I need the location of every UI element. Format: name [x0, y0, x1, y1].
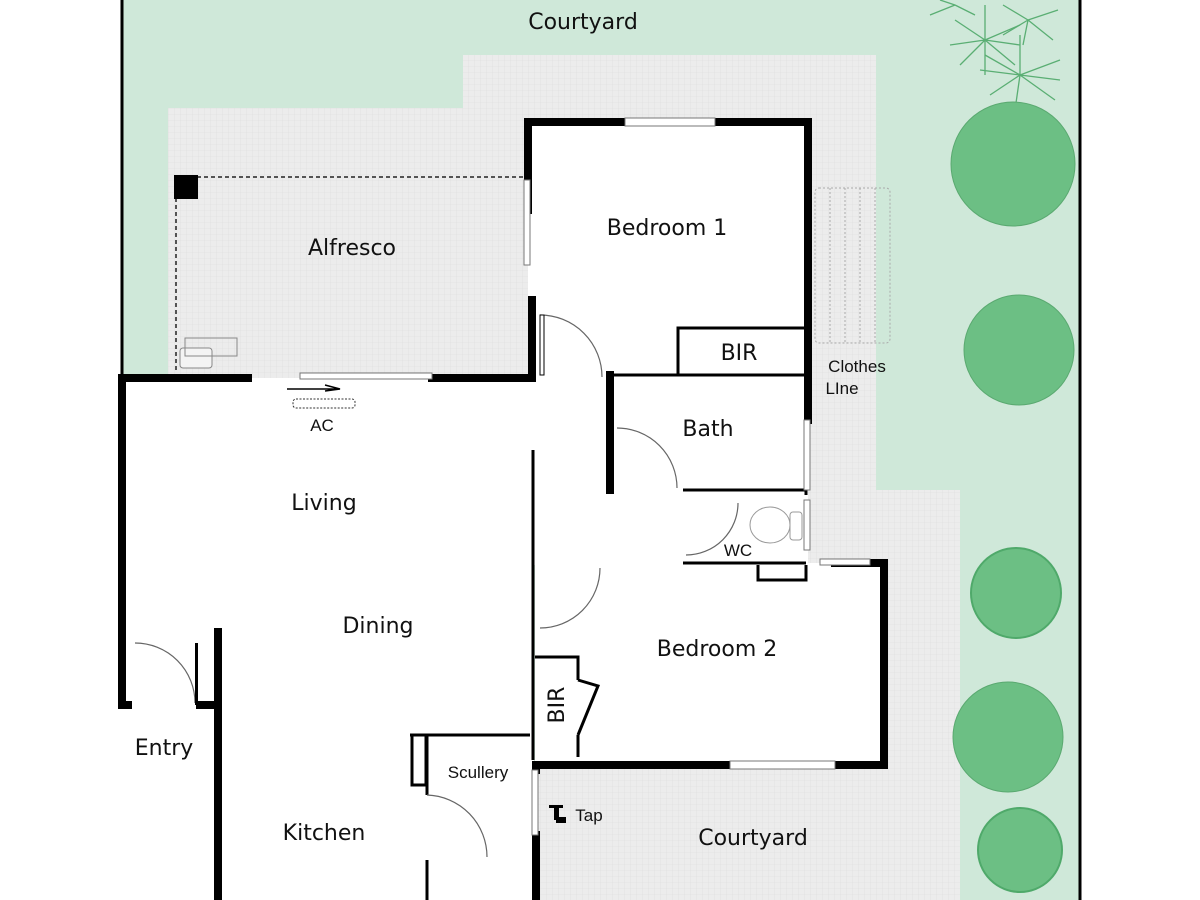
tree: [950, 101, 1076, 227]
label-courtyard-top: Courtyard: [528, 10, 638, 35]
tree: [952, 681, 1064, 793]
label-kitchen: Kitchen: [283, 821, 366, 846]
label-bedroom-1: Bedroom 1: [607, 216, 728, 241]
shrub: [970, 547, 1062, 639]
label-bir-1: BIR: [721, 341, 758, 366]
windows: [299, 117, 871, 836]
clothes-line-icon: [814, 187, 891, 344]
label-clothes-line-1: Clothes: [828, 357, 886, 376]
label-dining: Dining: [342, 614, 413, 639]
label-tap: Tap: [575, 806, 602, 825]
alfresco-post: [174, 175, 198, 199]
alfresco-roofline: [175, 176, 528, 372]
tap-icon: [549, 805, 566, 823]
label-ac: AC: [310, 416, 334, 435]
shrub: [977, 807, 1063, 893]
label-bedroom-2: Bedroom 2: [657, 637, 778, 662]
label-clothes-line-2: LIne: [825, 379, 858, 398]
label-bir-2: BIR: [545, 687, 570, 724]
bbq-icon: [179, 337, 238, 369]
doors: [134, 314, 739, 858]
palm-trees: [929, 0, 1061, 111]
label-wc: WC: [724, 541, 752, 560]
sliding-door-arrow-icon: [287, 384, 341, 392]
ac-unit-icon: [292, 398, 356, 409]
label-scullery: Scullery: [448, 763, 509, 782]
toilet-icon: [749, 506, 803, 544]
label-bath: Bath: [682, 417, 733, 442]
walls: [118, 118, 888, 900]
label-living: Living: [291, 491, 356, 516]
tree: [963, 294, 1075, 406]
label-courtyard-bottom: Courtyard: [698, 826, 808, 851]
label-alfresco: Alfresco: [308, 236, 396, 261]
house-interior: [0, 122, 885, 900]
label-entry: Entry: [135, 736, 194, 761]
